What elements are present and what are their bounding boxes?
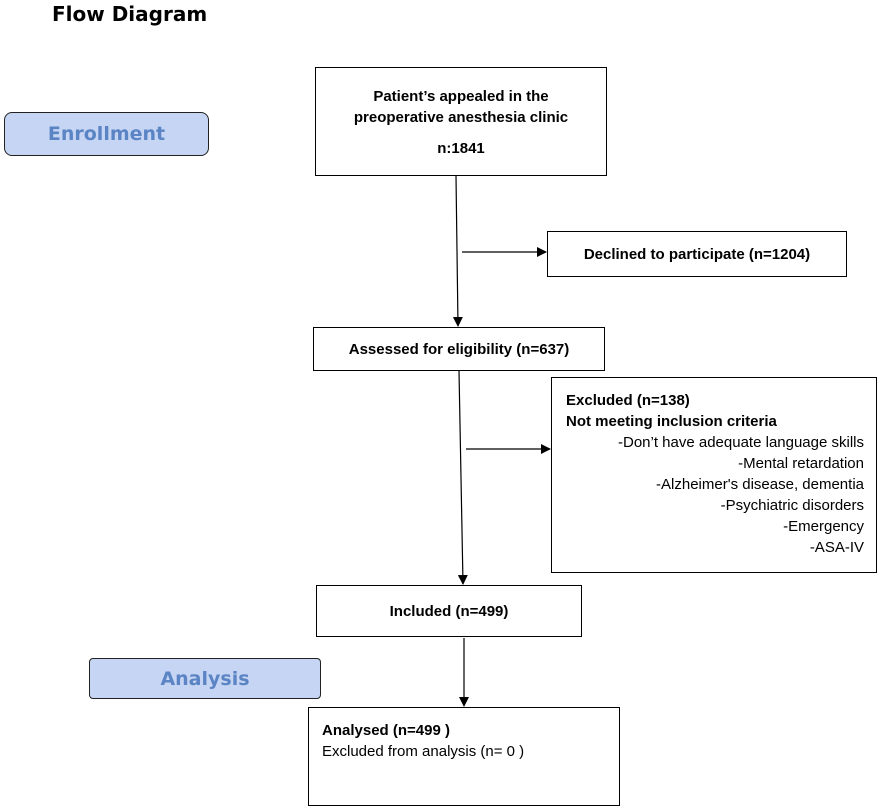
assessed-eligibility-box: Assessed for eligibility (n=637) (313, 327, 605, 371)
patients-box-line2: preoperative anesthesia clinic (353, 109, 569, 126)
exclusion-item: -Alzheimer's disease, dementia (656, 476, 864, 493)
exclusion-item: -Psychiatric disorders (720, 497, 864, 514)
excluded-box: Excluded (n=138) Not meeting inclusion c… (551, 377, 877, 573)
included-box: Included (n=499) (316, 585, 582, 637)
excluded-subheading: Not meeting inclusion criteria (566, 413, 777, 430)
analysed-heading: Analysed (n=499 ) (322, 722, 450, 739)
patients-count: n:1841 (437, 140, 485, 157)
arrow-patients-to-assessed (452, 175, 463, 327)
page-title: Flow Diagram (52, 2, 208, 26)
exclusion-item: -Emergency (783, 518, 864, 535)
exclusion-item: -Don’t have adequate language skills (618, 434, 864, 451)
patients-appealed-box: Patient’s appealed in the preoperative a… (315, 67, 607, 176)
declined-box: Declined to participate (n=1204) (547, 231, 847, 277)
patients-box-line1: Patient’s appealed in the (373, 88, 549, 105)
analysed-box: Analysed (n=499 ) Excluded from analysis… (308, 707, 620, 806)
stage-label-enrollment: Enrollment (4, 112, 209, 156)
analysed-subtext: Excluded from analysis (n= 0 ) (322, 743, 525, 760)
exclusion-item: -ASA-IV (809, 539, 864, 556)
stage-label-analysis: Analysis (89, 658, 321, 699)
arrow-assessed-to-included (457, 370, 468, 585)
excluded-heading: Excluded (n=138) (566, 392, 690, 409)
exclusion-item: -Mental retardation (738, 455, 864, 472)
